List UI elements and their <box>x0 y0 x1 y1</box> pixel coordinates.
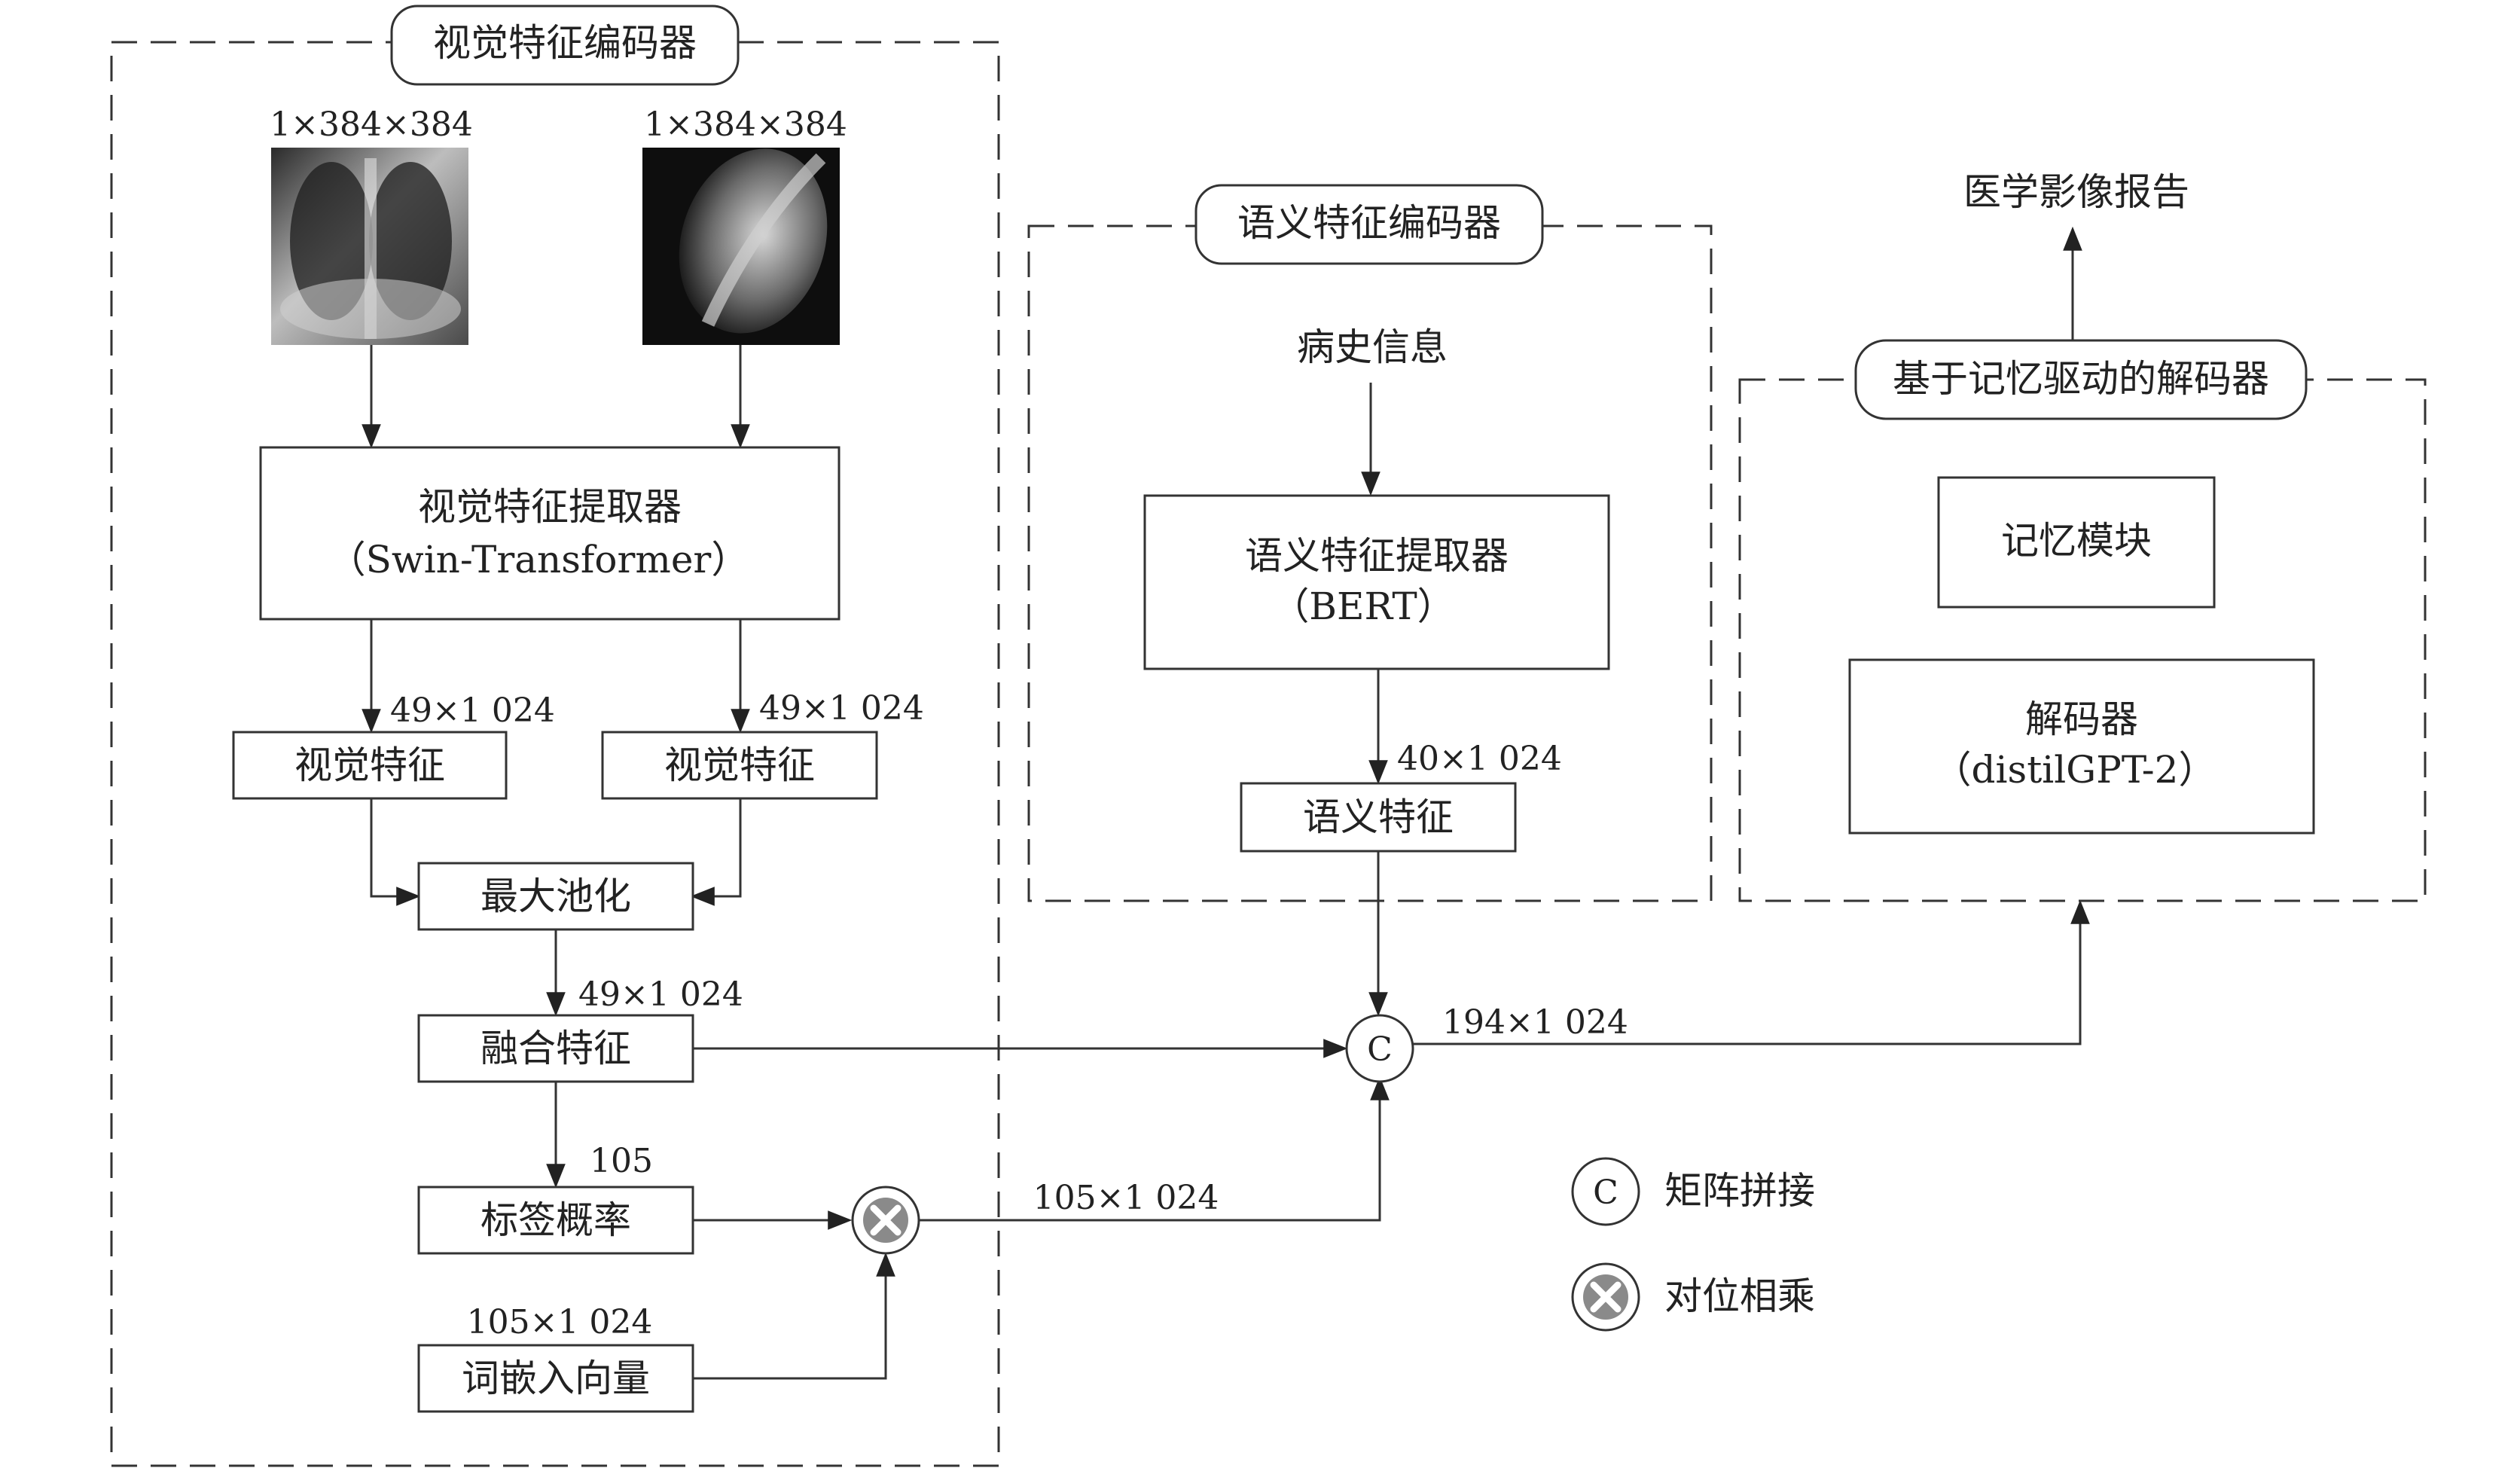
edge-embed-to-multiply <box>693 1252 895 1380</box>
fused-dim: 49×1 024 <box>578 975 743 1014</box>
vf1-dim: 49×1 024 <box>390 691 555 730</box>
semantic-encoder-title: 语义特征编码器 <box>1237 201 1501 245</box>
memory-module-box <box>1937 476 2216 609</box>
visual-feature-2-box <box>601 731 878 800</box>
edge-concat-to-decoder <box>1413 899 2090 1045</box>
legend-multiply-symbol <box>1571 1262 1640 1332</box>
semantic-encoder-group <box>1027 224 1713 902</box>
word-embedding-label: 词嵌入向量 <box>462 1357 650 1400</box>
output-label: 医学影像报告 <box>1963 170 2189 214</box>
history-label: 病史信息 <box>1297 325 1448 369</box>
legend-multiply-label: 对位相乘 <box>1664 1274 1815 1318</box>
visual-extractor-sublabel: （Swin-Transformer） <box>328 538 749 581</box>
decoder-title: 基于记忆驱动的解码器 <box>1893 357 2269 401</box>
label-prob-label: 标签概率 <box>481 1198 631 1242</box>
concat-operator: C <box>1345 1014 1414 1083</box>
fused-feature-box <box>417 1014 694 1083</box>
max-pool-box <box>417 862 694 931</box>
visual-encoder-title: 视觉特征编码器 <box>433 21 697 65</box>
multiply-operator <box>851 1186 920 1255</box>
label-prob-box <box>417 1186 694 1255</box>
label-dim: 105 <box>590 1142 653 1180</box>
legend-concat-label: 矩阵拼接 <box>1664 1169 1815 1213</box>
embed-dim: 105×1 024 <box>467 1303 653 1341</box>
visual-feature-2-label: 视觉特征 <box>664 743 815 787</box>
memory-module-label: 记忆模块 <box>2001 519 2152 563</box>
fused-feature-label: 融合特征 <box>481 1027 631 1070</box>
product-dim: 105×1 024 <box>1033 1179 1219 1217</box>
decoder-group <box>1738 378 2427 902</box>
semantic-extractor-label: 语义特征提取器 <box>1245 534 1509 578</box>
legend-concat-symbol: C <box>1571 1157 1640 1226</box>
edge-vf1-to-maxpool <box>370 798 421 906</box>
svg-text:C: C <box>1593 1173 1618 1212</box>
frontal-xray-image <box>271 148 468 345</box>
concat-dim: 194×1 024 <box>1442 1003 1628 1042</box>
semantic-extractor-sublabel: （BERT） <box>1271 584 1454 628</box>
vf2-dim: 49×1 024 <box>759 689 924 728</box>
semantic-dim: 40×1 024 <box>1397 740 1562 778</box>
svg-text:C: C <box>1367 1030 1393 1069</box>
lateral-xray-dim: 1×384×384 <box>644 105 847 144</box>
decoder-title-pill <box>1854 339 2308 420</box>
semantic-extractor-box <box>1143 494 1610 670</box>
decoder-box <box>1848 658 2315 835</box>
edge-multiply-to-concat <box>919 1076 1390 1222</box>
visual-extractor-box <box>259 446 841 621</box>
visual-feature-1-box <box>232 731 508 800</box>
visual-encoder-title-pill <box>390 5 740 86</box>
decoder-label: 解码器 <box>2025 697 2138 741</box>
decoder-sublabel: （distilGPT-2） <box>1934 748 2216 792</box>
semantic-encoder-title-pill <box>1194 184 1544 265</box>
max-pool-label: 最大池化 <box>481 874 631 918</box>
lateral-xray-image <box>642 148 840 345</box>
frontal-xray-dim: 1×384×384 <box>270 105 473 144</box>
edge-vf2-to-maxpool <box>690 798 742 906</box>
legend: C 矩阵拼接 对位相乘 <box>1571 1157 1815 1332</box>
visual-feature-1-label: 视觉特征 <box>294 743 445 787</box>
visual-extractor-label: 视觉特征提取器 <box>418 485 682 529</box>
semantic-feature-label: 语义特征 <box>1303 795 1454 839</box>
